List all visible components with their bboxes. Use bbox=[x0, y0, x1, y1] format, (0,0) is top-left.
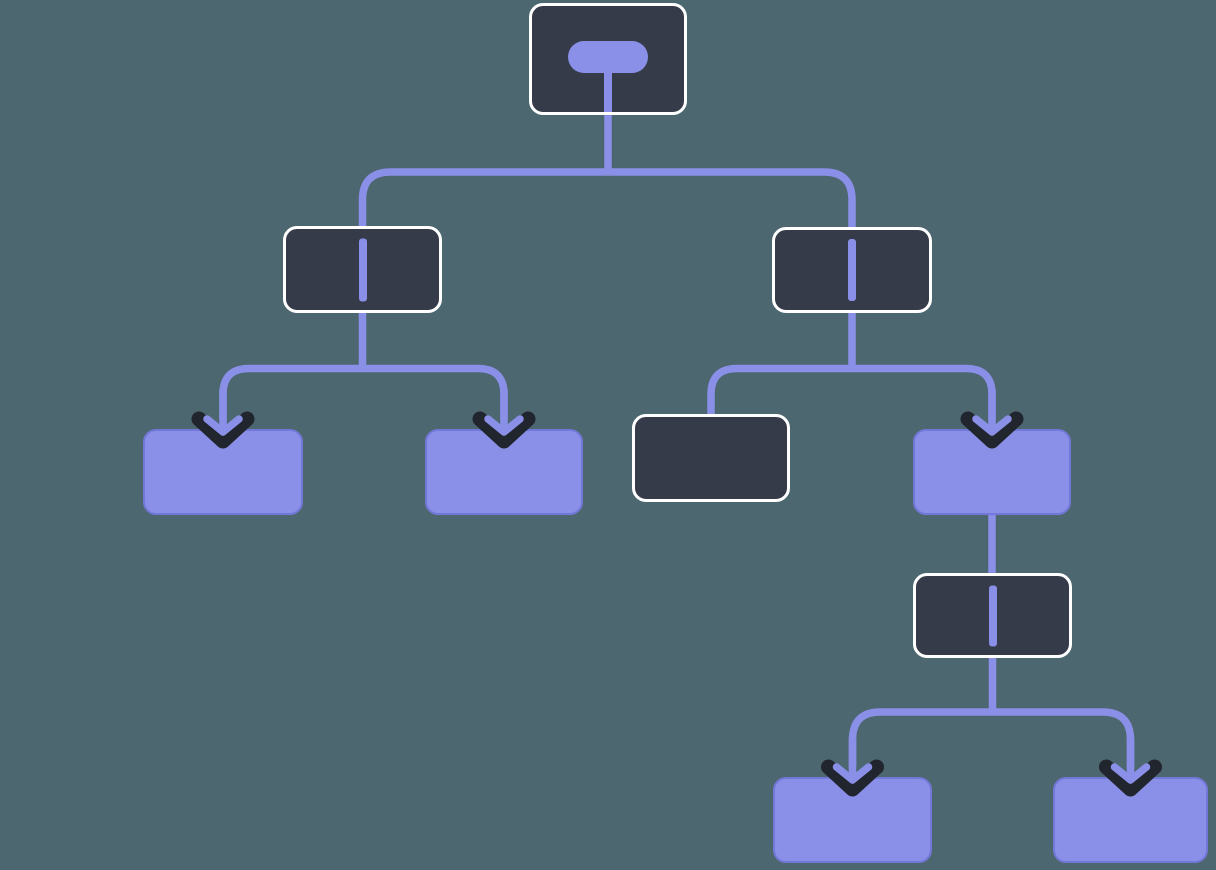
node-root[interactable] bbox=[529, 3, 687, 115]
vertical-bar-icon bbox=[358, 238, 367, 301]
node-leaf-left-2[interactable] bbox=[425, 429, 583, 515]
root-pill-stem-icon bbox=[604, 68, 612, 112]
node-leaf-left-1[interactable] bbox=[143, 429, 303, 515]
node-branch-left[interactable] bbox=[283, 226, 442, 313]
node-branch-right[interactable] bbox=[772, 227, 932, 313]
root-pill-icon bbox=[568, 41, 648, 73]
node-leaf-bottom-2[interactable] bbox=[1053, 777, 1208, 863]
node-leaf-dark[interactable] bbox=[632, 414, 790, 502]
node-node-right[interactable] bbox=[913, 429, 1071, 515]
vertical-bar-icon bbox=[988, 585, 997, 646]
node-branch-bottom[interactable] bbox=[913, 573, 1072, 658]
node-leaf-bottom-1[interactable] bbox=[773, 777, 932, 863]
vertical-bar-icon bbox=[848, 239, 856, 301]
